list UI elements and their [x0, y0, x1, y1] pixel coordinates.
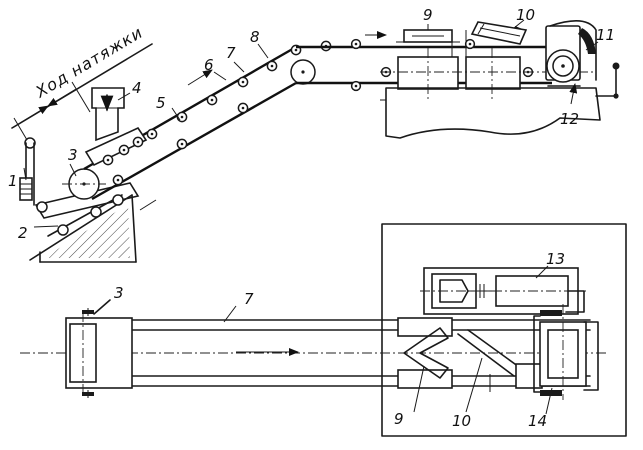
- label-8: 8: [250, 28, 260, 46]
- tension-drum: [62, 168, 106, 200]
- drive-foundation: [380, 87, 601, 139]
- deflection-pulley: [290, 59, 316, 85]
- label-7-plan: 7: [244, 290, 254, 308]
- label-3-plan: 3: [114, 284, 124, 302]
- loading-hopper: [91, 87, 125, 142]
- label-14: 14: [528, 412, 547, 430]
- idler-roller-axle: [241, 80, 245, 84]
- label-10-side: 10: [516, 6, 535, 24]
- idler-roller-axle: [122, 148, 126, 152]
- idler-roller-axle: [294, 48, 298, 52]
- label-1: 1: [8, 172, 18, 190]
- tension-travel-dimension: Ход натяжки: [11, 23, 153, 146]
- label-7-side: 7: [226, 44, 236, 62]
- drive-drum: [545, 20, 597, 83]
- label-5: 5: [156, 94, 166, 112]
- label-9-plan: 9: [394, 410, 404, 428]
- label-13: 13: [546, 250, 565, 268]
- label-10-plan: 10: [452, 412, 471, 430]
- tripper-chute: [470, 21, 528, 45]
- counterweight: [19, 137, 36, 206]
- leader-7-plan: [223, 305, 237, 323]
- label-4: 4: [132, 79, 142, 97]
- idler-roller-axle: [180, 115, 184, 119]
- label-3-side: 3: [68, 146, 78, 164]
- idler-roller-axle: [468, 42, 472, 46]
- label-12: 12: [560, 110, 579, 128]
- idler-roller-axle: [354, 84, 358, 88]
- leader-lines-side: [23, 19, 599, 228]
- horizontal-support: [380, 30, 596, 100]
- label-11: 11: [596, 26, 615, 44]
- label-9-side: 9: [423, 6, 433, 24]
- label-2: 2: [18, 224, 28, 242]
- idler-roller-axle: [180, 142, 184, 146]
- plough-unloader: [396, 29, 460, 43]
- idler-roller-axle: [106, 158, 110, 162]
- plan-tension-drum: [65, 299, 133, 398]
- plan-drive-drum: [533, 304, 599, 415]
- idler-roller-axle: [150, 132, 154, 136]
- idler-roller-axle: [210, 98, 214, 102]
- incline-rollers: [102, 40, 332, 186]
- tension-frame: [29, 182, 140, 263]
- idler-roller-axle: [116, 178, 120, 182]
- idler-roller-axle: [136, 140, 140, 144]
- idler-roller-axle: [270, 64, 274, 68]
- plan-view: 3 7 9 10 13 14: [20, 223, 627, 437]
- belt-cleaner: [547, 62, 620, 105]
- idler-roller-axle: [354, 42, 358, 46]
- tension-travel-caption: Ход натяжки: [31, 23, 146, 102]
- idler-roller-axle: [241, 106, 245, 110]
- motor-gearbox: [420, 265, 586, 315]
- plan-ploughs: [397, 317, 543, 413]
- label-6: 6: [204, 56, 214, 74]
